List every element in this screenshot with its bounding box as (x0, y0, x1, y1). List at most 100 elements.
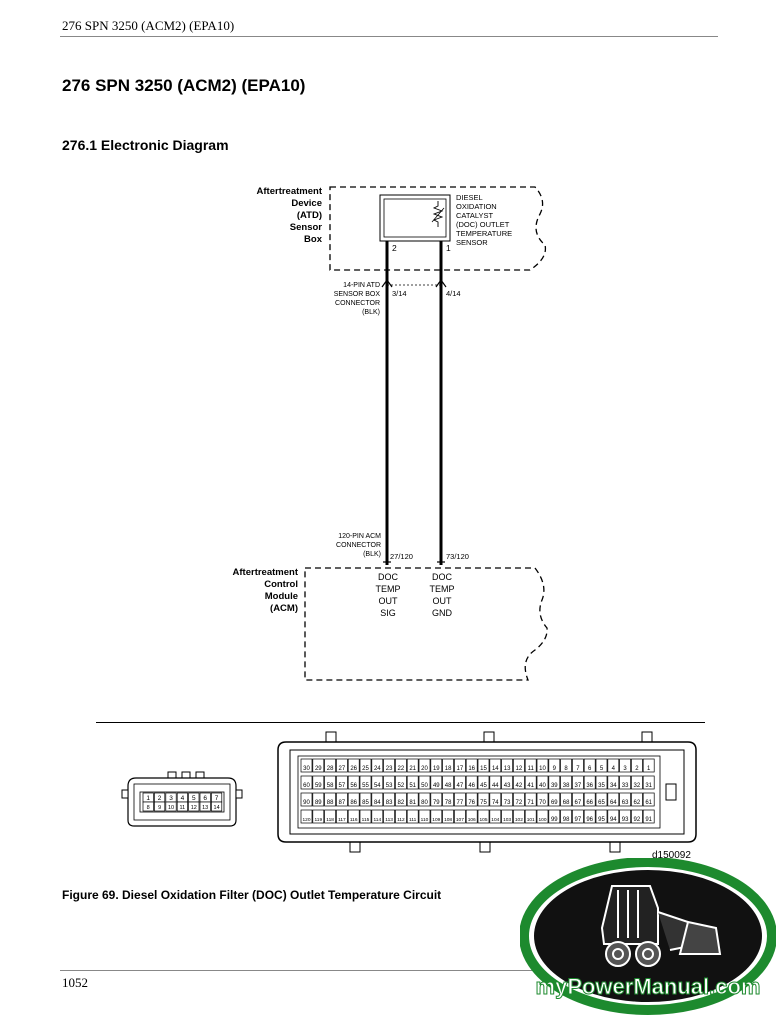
pin-14-13: 13 (202, 805, 208, 811)
pin-120-48-cell (442, 775, 454, 790)
atd-label-2: Device (291, 198, 322, 209)
pin-120-33-cell (619, 775, 631, 790)
pin-120-69-cell (548, 792, 561, 807)
pin-120-91-cell (642, 809, 655, 824)
pin-120-37: 37 (575, 783, 582, 789)
pin-120-12-cell (513, 758, 525, 773)
pin-14-12-cell (188, 801, 200, 812)
pin-14-5: 5 (192, 795, 196, 802)
pin-120-65: 65 (598, 800, 605, 806)
pin-120-98-cell (560, 809, 572, 824)
pin-120-55: 55 (362, 783, 369, 789)
pin-120-60: 60 (303, 783, 310, 789)
acm-label-2: Control (264, 579, 298, 590)
pin-120-24: 24 (374, 766, 381, 772)
pin-120-106: 106 (468, 817, 476, 823)
pin-120-34-cell (607, 775, 620, 790)
pin-120-93: 93 (622, 817, 629, 823)
pin-120-46-cell (465, 775, 478, 790)
pin-120-106-cell (465, 809, 478, 824)
sensor-label-4: (DOC) OUTLET (456, 220, 510, 229)
pin-120-74: 74 (492, 800, 499, 806)
pin-120-52-cell (395, 775, 407, 790)
pin-120-85: 85 (362, 800, 369, 806)
pin-120-115-cell (359, 809, 372, 824)
pin-120-54: 54 (374, 783, 381, 789)
pin-120-9: 9 (553, 766, 557, 772)
pin-120-8: 8 (564, 766, 568, 772)
pin-120-56: 56 (350, 783, 357, 789)
pin-120-9-cell (548, 758, 561, 773)
pin-120-30-cell (300, 758, 313, 773)
pin-120-28: 28 (327, 766, 334, 772)
pin-120-84: 84 (374, 800, 381, 806)
pin-14-13-cell (199, 801, 211, 812)
pin-120-86-cell (347, 792, 360, 807)
pin-120-50: 50 (421, 783, 428, 789)
pin-14-12: 12 (191, 805, 197, 811)
pin-120-118: 118 (326, 817, 334, 823)
pin-120-7-cell (572, 758, 584, 773)
pin-120-26-cell (347, 758, 360, 773)
pin-120-73: 73 (504, 800, 511, 806)
pin-120-6: 6 (588, 766, 592, 772)
pin-120-10: 10 (539, 766, 546, 772)
pin-120-90-cell (300, 792, 313, 807)
pin-120-60-cell (300, 775, 313, 790)
pin-14-14-cell (211, 801, 223, 812)
pin-120-117-cell (336, 809, 348, 824)
pin-120-36: 36 (586, 783, 593, 789)
atd-pin-left: 3/14 (392, 289, 407, 298)
pin-120-43: 43 (504, 783, 511, 789)
acm-box-outline (304, 567, 548, 681)
pin-120-62: 62 (634, 800, 641, 806)
pin-14-10: 10 (168, 805, 174, 811)
pin-120-89: 89 (315, 800, 322, 806)
signal-right-3: OUT (433, 596, 453, 606)
pin-14-9: 9 (158, 805, 161, 811)
pin-120-42: 42 (516, 783, 523, 789)
pin-120-74-cell (489, 792, 502, 807)
pin-120-57-cell (336, 775, 348, 790)
pin-120-77-cell (454, 792, 466, 807)
pin-120-94-cell (607, 809, 620, 824)
pin-120-119: 119 (314, 817, 322, 823)
pin-120-108-cell (442, 809, 454, 824)
pin-120-111-cell (406, 809, 419, 824)
pin-120-53: 53 (386, 783, 393, 789)
pin-120-62-cell (631, 792, 643, 807)
pin-120-76: 76 (468, 800, 475, 806)
pin-120-5-cell (595, 758, 608, 773)
pin-120-75-cell (477, 792, 490, 807)
acm-label-1: Aftertreatment (233, 567, 299, 578)
figure-code: d150092 (652, 850, 691, 861)
pin-14-8: 8 (147, 805, 150, 811)
pin-120-79-cell (430, 792, 443, 807)
pin-120-96-cell (583, 809, 596, 824)
pin-120-16-cell (465, 758, 478, 773)
pin-14-1: 1 (146, 795, 150, 802)
pin-120-50-cell (418, 775, 431, 790)
pin-120-68: 68 (563, 800, 570, 806)
pin-120-105: 105 (479, 817, 487, 823)
acm-label-3: Module (265, 591, 298, 602)
pin-120-38-cell (560, 775, 572, 790)
pin-120-112-cell (395, 809, 407, 824)
pin-120-99: 99 (551, 817, 558, 823)
pin-120-107-cell (454, 809, 466, 824)
pin-120-95: 95 (598, 817, 605, 823)
pin-14-9-cell (154, 801, 166, 812)
pin-120-101: 101 (527, 817, 535, 823)
acm-connector-label-3: (BLK) (363, 551, 381, 558)
pin-120-107: 107 (456, 817, 464, 823)
pin-120-73-cell (501, 792, 513, 807)
pin-120-91: 91 (645, 817, 652, 823)
pin-120-64: 64 (610, 800, 617, 806)
pin-120-27-cell (336, 758, 348, 773)
pin-120-78-cell (442, 792, 454, 807)
pin-120-22: 22 (398, 766, 405, 772)
pin-120-28-cell (324, 758, 336, 773)
pin-120-33: 33 (622, 783, 629, 789)
pin-120-66-cell (583, 792, 596, 807)
